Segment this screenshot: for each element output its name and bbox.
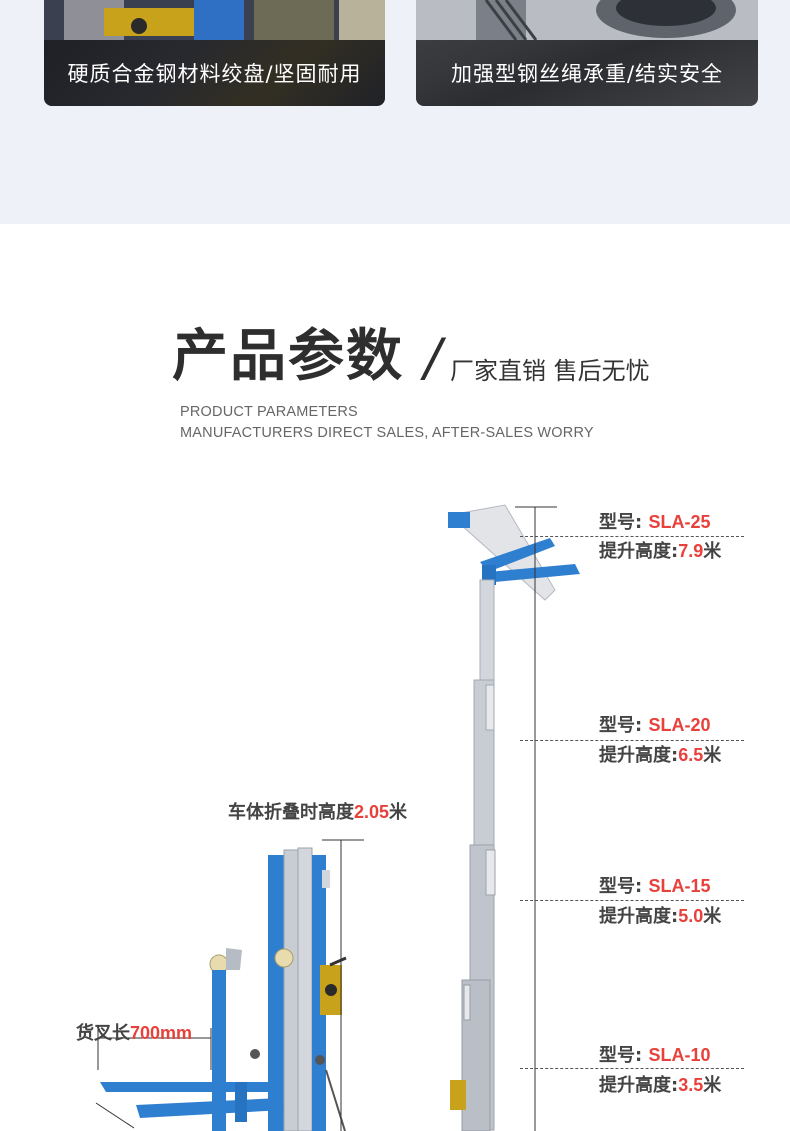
fork-length-label: 货叉长700mm (76, 1021, 192, 1046)
model-sla10: 型号: SLA-10 (599, 1043, 711, 1068)
model-sla25: 型号: SLA-25 (599, 510, 711, 535)
feature-band: 硬质合金钢材料绞盘/坚固耐用 加强型钢丝绳承重/结实安全 (0, 0, 790, 224)
height-unit: 米 (703, 745, 722, 766)
model-label: 型号: (599, 512, 643, 533)
height-label: 提升高度: (599, 541, 679, 562)
height-value: 3.5 (678, 1075, 704, 1095)
level-line-sla25 (520, 536, 744, 537)
height-label: 提升高度: (599, 745, 679, 766)
height-value: 6.5 (678, 745, 704, 765)
feature-card-winch: 硬质合金钢材料绞盘/坚固耐用 (44, 0, 385, 106)
section-slash: / (424, 328, 442, 388)
extended-lifter-illustration (448, 504, 580, 1131)
level-line-sla20 (520, 740, 744, 741)
model-label: 型号: (599, 876, 643, 897)
cable-photo (416, 0, 758, 40)
model-value: SLA-20 (648, 715, 711, 735)
height-unit: 米 (703, 906, 722, 927)
model-label: 型号: (599, 1045, 643, 1066)
card-caption-bar: 硬质合金钢材料绞盘/坚固耐用 (44, 40, 385, 106)
section-title: 产品参数 (172, 324, 404, 389)
level-line-sla15 (520, 900, 744, 901)
folded-lifter-illustration (95, 839, 364, 1131)
height-unit: 米 (703, 541, 722, 562)
model-sla20: 型号: SLA-20 (599, 713, 711, 738)
english-title: PRODUCT PARAMETERS (180, 404, 358, 420)
product-diagram: 型号: SLA-25 提升高度:7.9米 型号: SLA-20 提升高度:6.5… (0, 470, 790, 1131)
feature-card-cable: 加强型钢丝绳承重/结实安全 (416, 0, 758, 106)
winch-photo (44, 0, 385, 40)
model-value: SLA-10 (648, 1045, 711, 1065)
height-sla10: 提升高度:3.5米 (599, 1073, 721, 1098)
height-sla20: 提升高度:6.5米 (599, 743, 721, 768)
folded-height-label: 车体折叠时高度2.05米 (228, 800, 407, 825)
folded-label-text: 车体折叠时高度 (228, 802, 354, 823)
level-line-sla10 (520, 1068, 744, 1069)
model-sla15: 型号: SLA-15 (599, 874, 711, 899)
english-subtitle: MANUFACTURERS DIRECT SALES, AFTER-SALES … (180, 425, 594, 441)
height-label: 提升高度: (599, 1075, 679, 1096)
model-value: SLA-15 (648, 876, 711, 896)
section-subtitle: 厂家直销 售后无忧 (450, 357, 650, 385)
folded-unit: 米 (389, 802, 408, 823)
height-value: 5.0 (678, 906, 704, 926)
height-sla25: 提升高度:7.9米 (599, 539, 721, 564)
height-unit: 米 (703, 1075, 722, 1096)
feature-caption: 加强型钢丝绳承重/结实安全 (450, 62, 724, 86)
model-label: 型号: (599, 715, 643, 736)
fork-value: 700mm (130, 1023, 193, 1043)
height-sla15: 提升高度:5.0米 (599, 904, 721, 929)
height-label: 提升高度: (599, 906, 679, 927)
card-caption-bar: 加强型钢丝绳承重/结实安全 (416, 40, 758, 106)
height-value: 7.9 (678, 541, 704, 561)
feature-caption: 硬质合金钢材料绞盘/坚固耐用 (67, 62, 362, 86)
fork-label-text: 货叉长 (76, 1023, 130, 1044)
model-value: SLA-25 (648, 512, 711, 532)
folded-value: 2.05 (354, 802, 390, 822)
